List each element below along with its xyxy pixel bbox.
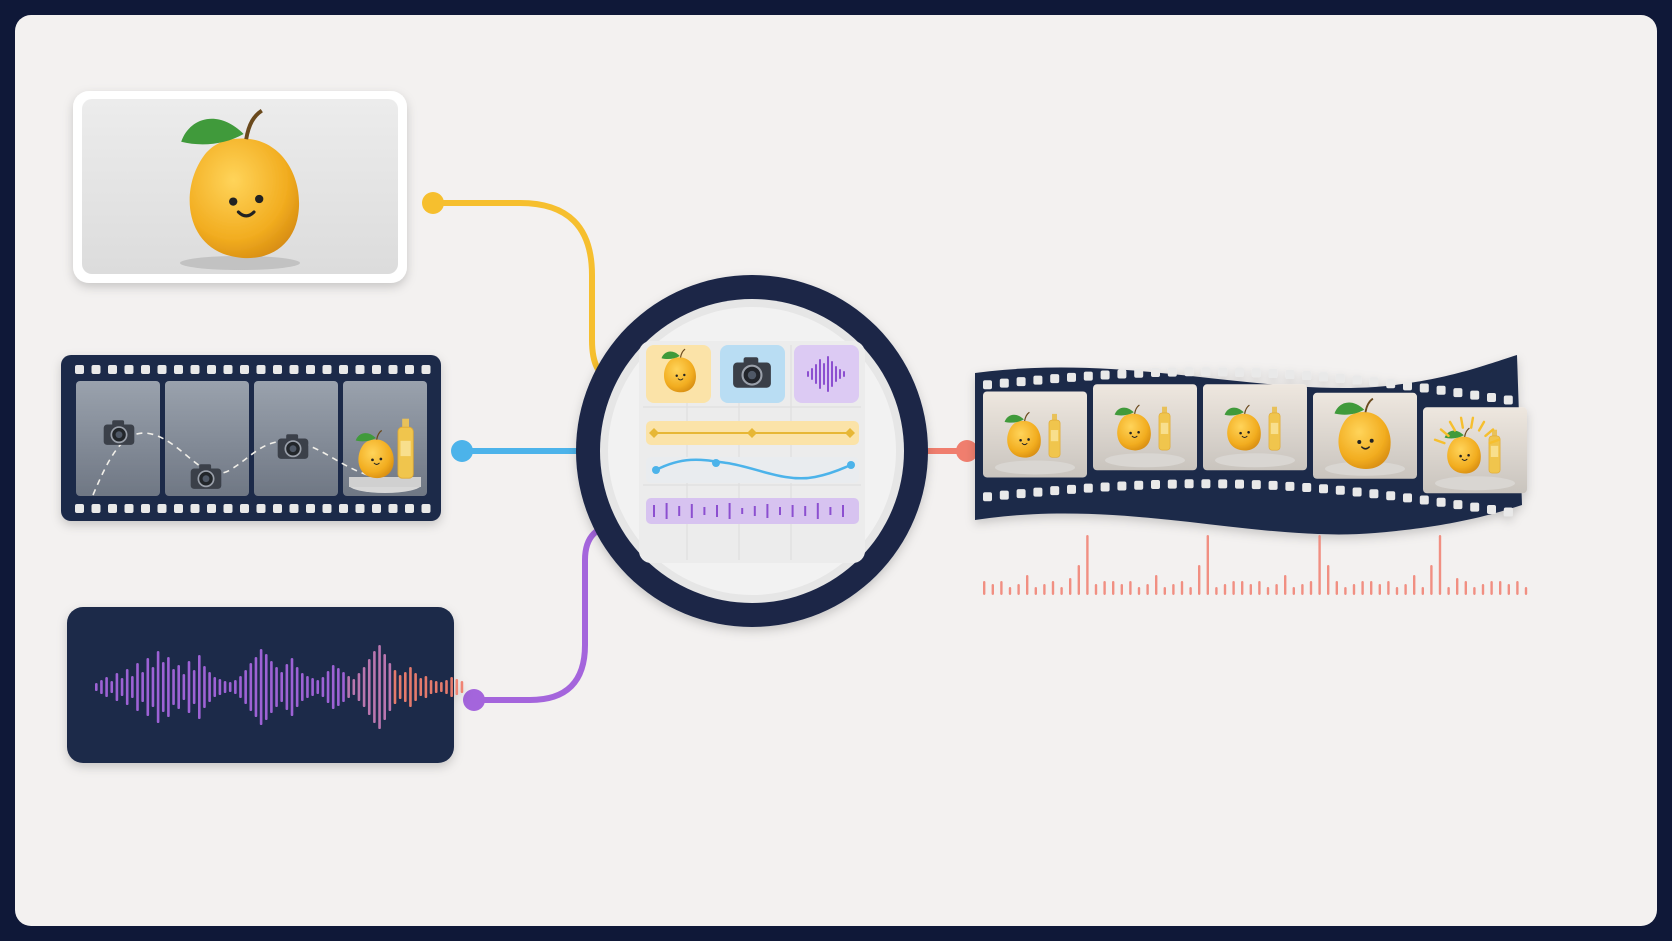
audio-connector-line xyxy=(471,522,623,703)
bottle-icon xyxy=(1158,406,1171,451)
output-frame xyxy=(1423,407,1527,494)
output-audio-waveform xyxy=(983,535,1528,595)
audio-waveform-icon xyxy=(95,645,464,729)
diagram-canvas xyxy=(15,15,1657,926)
image-input-card[interactable] xyxy=(73,91,407,283)
camera-path-filmstrip[interactable] xyxy=(61,355,441,521)
fusion-hub[interactable] xyxy=(576,275,928,627)
camera-track xyxy=(646,457,859,483)
camera-output-port[interactable] xyxy=(451,440,473,462)
pipeline-diagram xyxy=(61,91,1528,763)
output-frame xyxy=(1093,384,1197,471)
output-input-port[interactable] xyxy=(956,440,978,462)
image-output-port[interactable] xyxy=(422,192,444,214)
camera-frame xyxy=(165,381,249,496)
audio-track xyxy=(646,498,859,524)
bottle-icon xyxy=(1048,413,1061,458)
bottle-icon xyxy=(397,418,414,479)
audio-output-port[interactable] xyxy=(463,689,485,711)
output-frame xyxy=(1203,384,1307,471)
output-video-filmstrip[interactable] xyxy=(975,355,1527,535)
bottle-icon xyxy=(1488,429,1501,474)
audio-input-card[interactable] xyxy=(67,607,464,763)
bottle-icon xyxy=(1268,406,1281,451)
output-frame xyxy=(1313,392,1417,479)
output-frame xyxy=(983,391,1087,478)
waveform-tile-icon[interactable] xyxy=(794,345,859,403)
image-connector-line xyxy=(430,200,621,383)
image-track xyxy=(646,421,859,445)
